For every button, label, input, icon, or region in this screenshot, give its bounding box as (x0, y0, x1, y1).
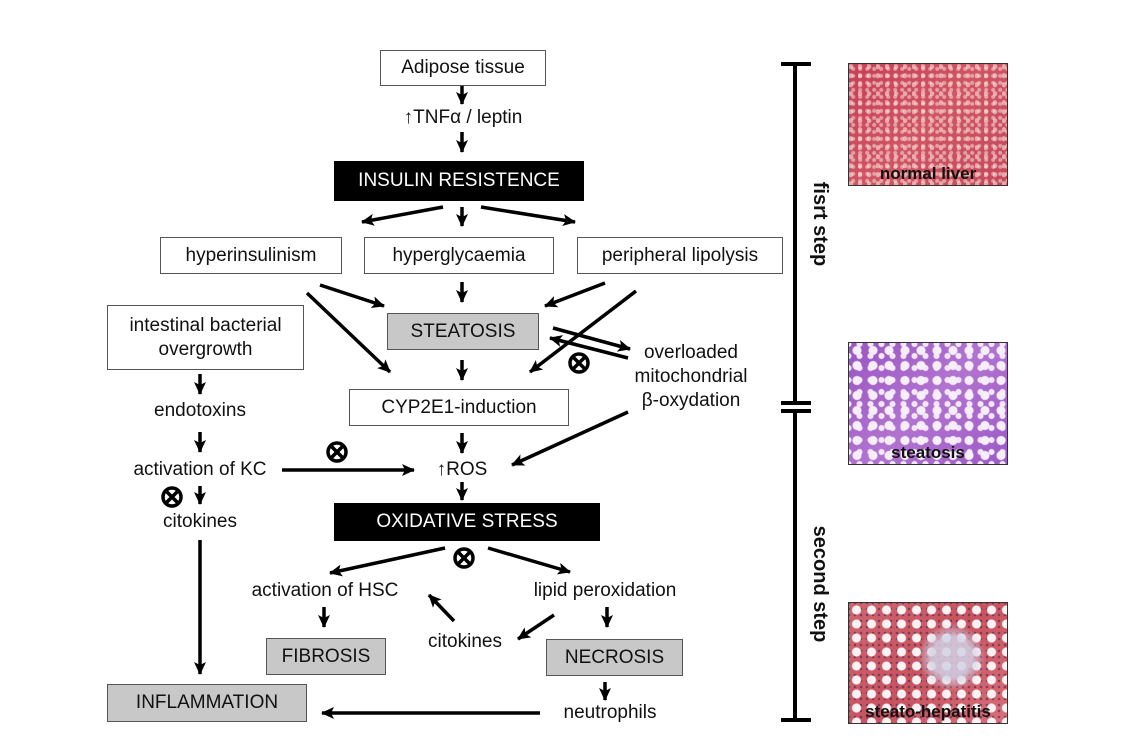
histology-image-normal-liver: normal liver (848, 63, 1008, 186)
node-fibrosis: FIBROSIS (266, 638, 386, 675)
node-hyperinsulinism: hyperinsulinism (160, 237, 342, 274)
histology-caption-steato-hepatitis: steato-hepatitis (865, 702, 991, 721)
arrow-insulin-lipolysis (480, 205, 576, 227)
node-ros: ↑ROS (436, 459, 488, 480)
stage-timeline (781, 62, 811, 722)
histology-image-steatosis: steatosis (848, 342, 1008, 465)
node-neutrophils: neutrophils (563, 702, 657, 723)
node-oxidative-stress: OXIDATIVE STRESS (334, 503, 600, 541)
histology-caption-steatosis: steatosis (891, 443, 965, 462)
arrow-hyperinsulinism-steatosis (319, 283, 385, 308)
arrow-lipid-citokines (517, 613, 555, 641)
node-hyperglycaemia: hyperglycaemia (364, 237, 554, 274)
stage-label-second-step: second step (809, 525, 831, 643)
node-adipose-tissue: Adipose tissue (380, 50, 546, 86)
inhibitor-icon-oxidative-stress (453, 547, 475, 569)
node-citokines-middle: citokines (428, 631, 502, 652)
node-activation-of-kc: activation of KC (133, 459, 267, 480)
arrow-mito-ros (511, 410, 629, 467)
node-intestinal-bacterial-overgrowth: intestinal bacterial overgrowth (107, 305, 304, 370)
arrow-citokines-hsc (427, 593, 456, 623)
arrow-mito-steatosis (549, 335, 629, 360)
node-tnf-leptin: ↑TNFα / leptin (403, 107, 523, 128)
node-activation-of-hsc: activation of HSC (251, 580, 399, 601)
node-steatosis: STEATOSIS (387, 313, 539, 350)
node-citokines-left: citokines (163, 511, 237, 532)
arrow-hyperinsulinism-cyp (305, 291, 392, 374)
inhibitor-icon-kc-ros (326, 441, 348, 463)
arrow-steatosis-mito (552, 326, 631, 352)
arrow-lipolysis-cyp (528, 289, 638, 374)
node-peripheral-lipolysis: peripheral lipolysis (577, 237, 783, 274)
stage-label-first-step: fisrt step (809, 181, 831, 267)
inhibitor-icon-mitochondrial (568, 352, 590, 374)
node-cyp2e1-induction: CYP2E1-induction (349, 389, 569, 426)
arrow-oxidative-lipid (487, 546, 571, 575)
histology-caption-normal-liver: normal liver (879, 164, 977, 183)
node-insulin-resistence: INSULIN RESISTENCE (334, 161, 584, 201)
arrow-lipolysis-steatosis (544, 281, 606, 308)
histology-image-steato-hepatitis: steato-hepatitis (848, 602, 1008, 724)
node-inflammation: INFLAMMATION (107, 684, 307, 722)
node-mitochondrial-beta-oxydation: overloaded mitochondrial β-oxydation (634, 342, 748, 411)
arrow-oxidative-hsc (329, 546, 446, 577)
node-endotoxins: endotoxins (154, 400, 246, 421)
arrow-insulin-hyperinsulinism (361, 205, 444, 226)
inhibitor-icon-kc-citokines (161, 486, 183, 508)
node-lipid-peroxidation: lipid peroxidation (533, 580, 677, 601)
node-necrosis: NECROSIS (546, 639, 683, 676)
